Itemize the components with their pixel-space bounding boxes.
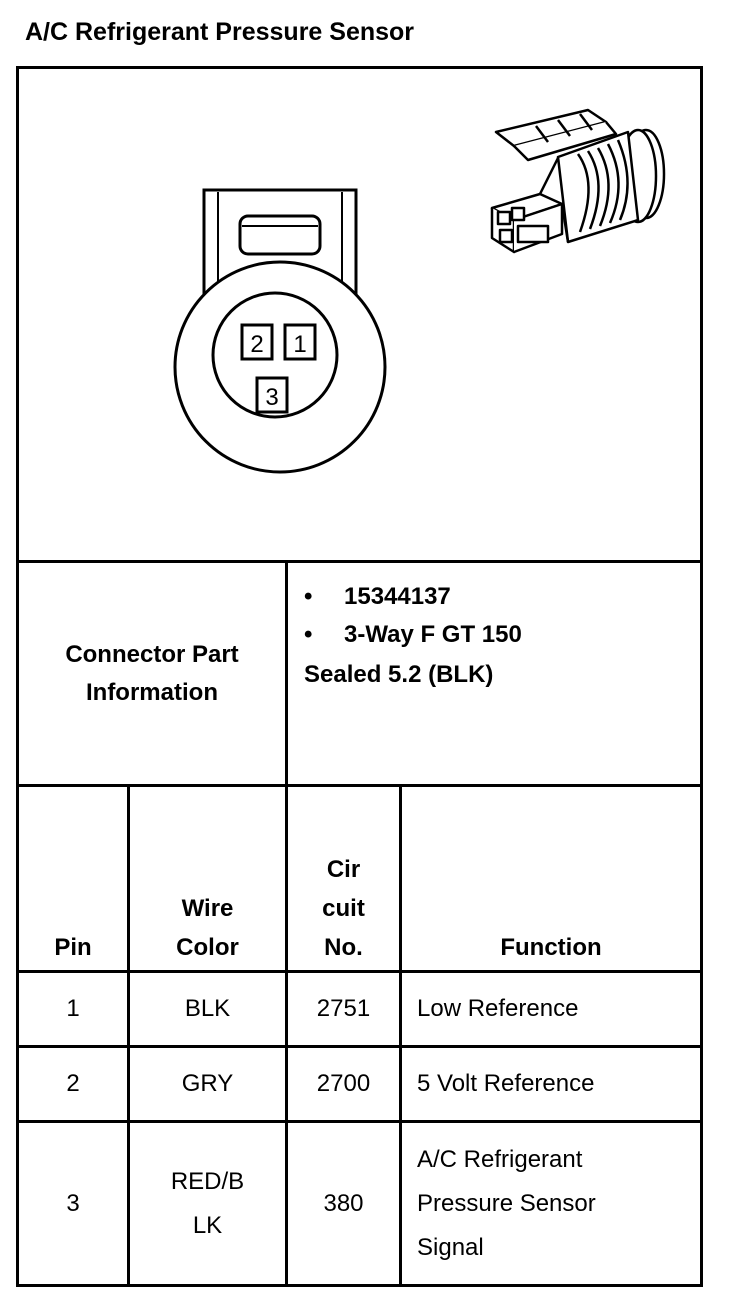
part-number: 15344137 bbox=[344, 583, 451, 610]
header-wire-color: Wire Color bbox=[176, 895, 239, 961]
pin-label-1: 1 bbox=[293, 331, 306, 358]
pin-1-cavity bbox=[283, 323, 317, 361]
pin-label-2: 2 bbox=[250, 331, 263, 358]
connector-desc-line1: 3-Way F GT 150 bbox=[344, 621, 522, 648]
pin-3-cavity bbox=[255, 376, 289, 414]
connector-desc-line2: Sealed 5.2 (BLK) bbox=[304, 661, 494, 688]
page-title: A/C Refrigerant Pressure Sensor bbox=[25, 18, 415, 46]
row3-circuit: 380 bbox=[323, 1189, 364, 1217]
connector-part-label-line1: Connector Part bbox=[65, 640, 239, 668]
pin-2-cavity bbox=[240, 323, 274, 361]
row3-wire-color: RED/B LK bbox=[170, 1167, 245, 1239]
header-circuit-no: Cir cuit No. bbox=[322, 856, 365, 961]
row1-pin: 1 bbox=[66, 995, 80, 1022]
row2-function: 5 Volt Reference bbox=[417, 1070, 595, 1097]
connector-part-label-line2: Information bbox=[85, 678, 218, 706]
row2-circuit: 2700 bbox=[316, 1070, 371, 1097]
connector-part-info-label: Connector Part Information bbox=[19, 563, 285, 784]
connector-face-diagram: 2 1 3 bbox=[173, 188, 387, 474]
header-pin: Pin bbox=[54, 934, 92, 961]
row2-wire-color: GRY bbox=[181, 1070, 234, 1097]
row1-function: Low Reference bbox=[417, 995, 579, 1022]
row3-function: A/C Refrigerant Pressure Sensor Signal bbox=[417, 1145, 596, 1261]
row3-pin: 3 bbox=[66, 1189, 80, 1217]
bullet-icon: • bbox=[304, 621, 313, 648]
row1-circuit: 2751 bbox=[316, 995, 371, 1022]
row1-wire-color: BLK bbox=[184, 995, 231, 1022]
connector-desc-item: • 3-Way F GT 150 bbox=[304, 616, 522, 654]
pin-label-3: 3 bbox=[265, 384, 278, 411]
part-number-item: • 15344137 bbox=[304, 578, 451, 616]
bullet-icon: • bbox=[304, 583, 313, 610]
connector-isometric-icon bbox=[490, 108, 666, 254]
row2-pin: 2 bbox=[66, 1070, 80, 1097]
header-function: Function bbox=[500, 934, 602, 961]
